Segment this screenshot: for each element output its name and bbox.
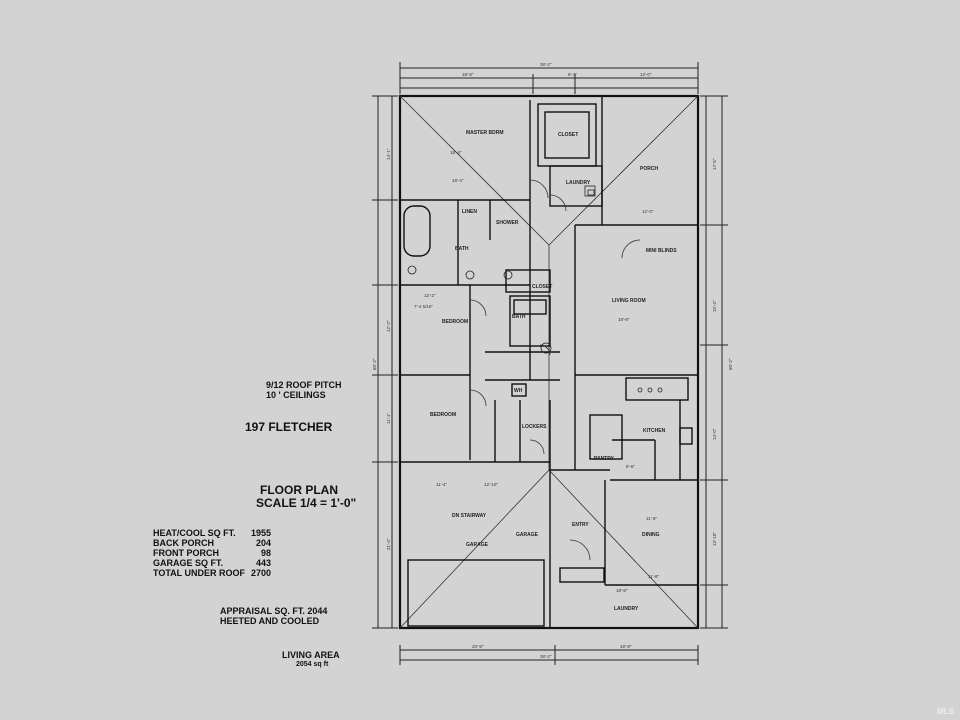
address-label: 197 FLETCHER <box>245 420 333 434</box>
dim-garage-w: 12'-10" <box>484 482 498 487</box>
stat-row: HEAT/COOL SQ FT. 1955 <box>153 528 271 538</box>
dim-right-2: 15'-4" <box>712 300 717 312</box>
room-garage: GARAGE <box>516 532 539 538</box>
living-area-label: LIVING AREA <box>282 650 340 660</box>
dim-bottom-1: 20'-8" <box>472 644 484 649</box>
dim-bottom-2: 18'-8" <box>620 644 632 649</box>
dim-right-4: 13'-10" <box>712 532 717 546</box>
dim-left-4: 21'-4" <box>386 538 391 550</box>
stat-value: 1955 <box>250 528 271 538</box>
dim-left-2: 12'-2" <box>386 320 391 332</box>
dim-right-overall: 60'-2" <box>728 358 733 370</box>
room-entry: ENTRY <box>572 522 589 528</box>
dim-left-overall: 60'-2" <box>372 358 377 370</box>
dim-kitchen-w: 8'-6" <box>626 464 635 469</box>
stat-row: FRONT PORCH 98 <box>153 548 271 558</box>
dim-dining-w: 11'-8" <box>646 516 658 521</box>
dim-top-3: 12'-0" <box>640 72 652 77</box>
exterior-wall <box>398 94 700 630</box>
appraisal-note: APPRAISAL SQ. FT. 2044 <box>220 606 328 616</box>
room-pantry: PANTRY <box>594 456 615 462</box>
dim-right-1: 17'-5" <box>712 158 717 170</box>
dim-master-w: 18'-4" <box>450 150 462 155</box>
room-bath-master: BATH <box>455 246 469 252</box>
dim-bed1-w: 12'-2" <box>424 293 436 298</box>
dim-top-1: 18'-8" <box>462 72 474 77</box>
room-closet-mid: CLOSET <box>532 284 552 290</box>
dim-bed1-w2: 7'-4 5/16" <box>414 304 433 309</box>
stat-value: 443 <box>255 558 271 568</box>
stat-row: TOTAL UNDER ROOF 2700 <box>153 568 271 578</box>
room-kitchen: KITCHEN <box>643 428 666 434</box>
stat-label: FRONT PORCH <box>153 548 219 558</box>
watermark-logo: MLS <box>937 707 954 716</box>
room-living-room: LIVING ROOM <box>612 298 646 304</box>
stat-row: GARAGE SQ FT. 443 <box>153 558 271 568</box>
heated-note: HEETED AND COOLED <box>220 616 320 626</box>
room-shower: SHOWER <box>496 220 519 226</box>
room-storage: DN STAIRWAY <box>452 513 487 519</box>
stat-label: TOTAL UNDER ROOF <box>153 568 245 578</box>
room-wh: WH <box>514 388 523 394</box>
room-master-bdrm: MASTER BDRM <box>466 130 504 136</box>
dim-laundry-w: 18'-8" <box>616 588 628 593</box>
room-porch: PORCH <box>640 166 658 172</box>
room-linen: LINEN <box>462 209 477 215</box>
room-laundry-bottom: LAUNDRY <box>614 606 639 612</box>
dim-living-w: 18'-8" <box>618 317 630 322</box>
dim-top-2: 6'-4" <box>568 72 577 77</box>
room-garage-2: GARAGE <box>466 542 489 548</box>
plan-title: FLOOR PLAN <box>260 483 338 497</box>
dim-bottom-overall: 38'-2" <box>540 654 552 659</box>
plan-scale: SCALE 1/4 = 1'-0" <box>256 496 357 510</box>
dim-master-w2: 18'-4" <box>452 178 464 183</box>
stat-label: BACK PORCH <box>153 538 215 548</box>
stat-value: 2700 <box>250 568 271 578</box>
square-footage-table: HEAT/COOL SQ FT. 1955 BACK PORCH 204 FRO… <box>153 528 271 578</box>
room-bedroom-1: BEDROOM <box>442 319 468 325</box>
dim-right-3: 14'-0" <box>712 428 717 440</box>
living-area-value: 2054 sq ft <box>296 661 329 668</box>
room-bath-2: BATH <box>512 314 526 320</box>
roof-pitch-note: 9/12 ROOF PITCH <box>266 380 342 390</box>
room-bedroom-2: BEDROOM <box>430 412 456 418</box>
stat-label: GARAGE SQ FT. <box>153 558 224 568</box>
room-dining: DINING <box>642 532 660 538</box>
room-lockers: LOCKERS <box>522 424 547 430</box>
dim-dining-w2: 11'-8" <box>648 574 660 579</box>
room-mini-blinds: MINI BLINDS <box>646 248 677 254</box>
stat-row: BACK PORCH 204 <box>153 538 271 548</box>
dim-bed2-w: 11'-4" <box>436 482 448 487</box>
stat-value: 204 <box>255 538 271 548</box>
stat-value: 98 <box>260 548 271 558</box>
room-closet-top: CLOSET <box>558 132 578 138</box>
dim-porch-w: 12'-0" <box>642 209 654 214</box>
dim-left-3: 11'-1" <box>386 412 391 424</box>
stat-label: HEAT/COOL SQ FT. <box>153 528 236 538</box>
dim-left-1: 14'-1" <box>386 148 391 160</box>
dim-top-overall: 38'-2" <box>540 62 552 67</box>
room-laundry-top: LAUNDRY <box>566 180 591 186</box>
ceilings-note: 10 ' CEILINGS <box>266 390 326 400</box>
